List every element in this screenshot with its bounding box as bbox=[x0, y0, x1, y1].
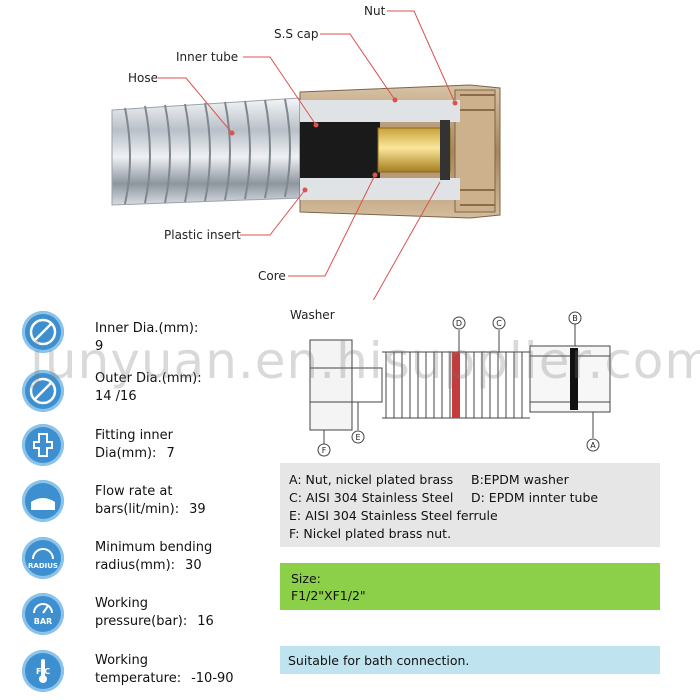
usage-note: Suitable for bath connection. bbox=[280, 646, 660, 674]
inner-tube-mark bbox=[452, 352, 460, 418]
size-title: Size: bbox=[291, 571, 321, 586]
leader-lines bbox=[158, 10, 456, 300]
legend-c: C: AISI 304 Stainless Steel bbox=[289, 490, 454, 505]
pressure-icon: BAR bbox=[22, 593, 64, 635]
spec-outer-dia: Outer Dia.(mm):14 /16 bbox=[95, 371, 202, 404]
label-hose: Hose bbox=[128, 71, 158, 85]
label-washer: Washer bbox=[290, 308, 335, 322]
parts-legend: A: Nut, nickel plated brass B:EPDM washe… bbox=[280, 463, 660, 547]
temperature-icon: F C bbox=[22, 650, 64, 692]
marker-e: E bbox=[355, 433, 360, 442]
flow-icon bbox=[22, 480, 64, 522]
legend-e: E: AISI 304 Stainless Steel ferrule bbox=[289, 508, 498, 523]
marker-b: B bbox=[572, 314, 578, 323]
usage-note-text: Suitable for bath connection. bbox=[288, 653, 470, 668]
diameter-icon bbox=[22, 311, 64, 353]
diameter-icon bbox=[22, 370, 64, 412]
hose-body bbox=[111, 97, 301, 206]
watermark: junyuan.en.hisupplier.com bbox=[30, 332, 700, 390]
part-markers bbox=[317, 311, 600, 457]
label-ss-cap: S.S cap bbox=[274, 27, 319, 41]
label-core: Core bbox=[258, 269, 286, 283]
marker-d: D bbox=[456, 319, 462, 328]
label-inner-tube: Inner tube bbox=[176, 50, 239, 64]
label-nut: Nut bbox=[364, 4, 386, 18]
radius-badge: RADIUS bbox=[28, 562, 58, 570]
radius-icon: RADIUS bbox=[22, 537, 64, 579]
fitting-body bbox=[299, 84, 501, 219]
technical-drawing: D C B A E F bbox=[309, 311, 611, 457]
size-value: F1/2"XF1/2" bbox=[291, 588, 366, 603]
legend-a: A: Nut, nickel plated brass bbox=[289, 472, 454, 487]
brass-core bbox=[377, 127, 451, 173]
leader-dots bbox=[229, 97, 458, 193]
marker-f: F bbox=[322, 446, 327, 455]
temperature-badge: F C bbox=[36, 667, 50, 676]
size-box: Size: F1/2"XF1/2" bbox=[280, 563, 660, 610]
legend-d: D: EPDM innter tube bbox=[471, 490, 599, 505]
washer-section bbox=[440, 120, 450, 180]
bar-badge: BAR bbox=[34, 617, 52, 626]
marker-a: A bbox=[590, 441, 596, 450]
inner-tube-section bbox=[300, 122, 380, 178]
legend-b: B:EPDM washer bbox=[471, 472, 569, 487]
washer-mark bbox=[570, 348, 578, 410]
legend-f: F: Nickel plated brass nut. bbox=[289, 526, 452, 541]
spec-inner-dia: Inner Dia.(mm):9 bbox=[95, 321, 199, 354]
label-plastic-insert: Plastic insert bbox=[164, 228, 241, 242]
fitting-icon bbox=[22, 424, 64, 466]
marker-c: C bbox=[496, 319, 502, 328]
hose-cutaway-illustration bbox=[111, 10, 501, 300]
